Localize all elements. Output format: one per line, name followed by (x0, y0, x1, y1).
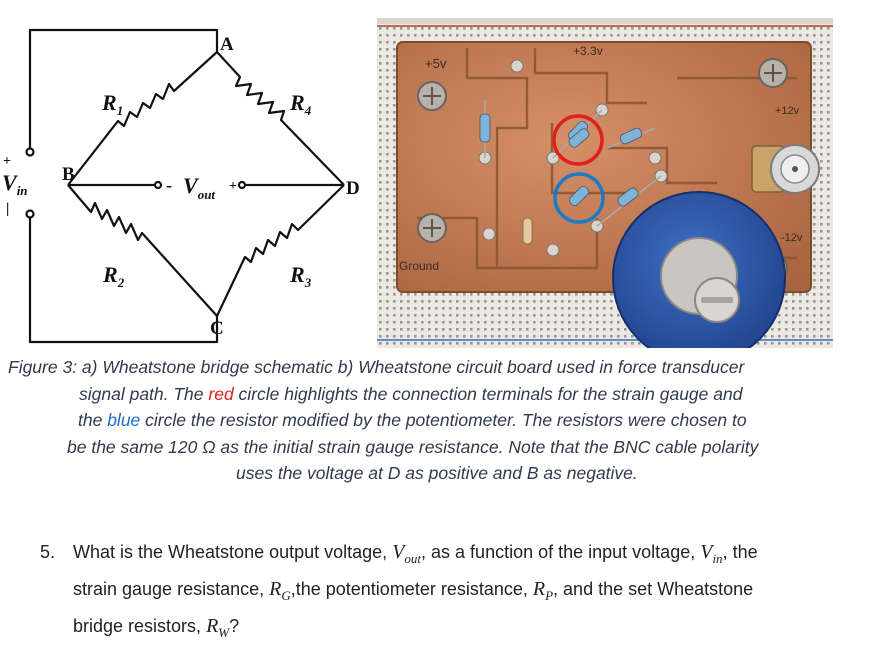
question-line-2: strain gauge resistance, RG,the potentio… (73, 578, 754, 603)
node-d-label: D (346, 178, 360, 199)
rw-symbol: RW (206, 615, 230, 640)
question-number: 5. (40, 542, 56, 562)
resistor-component (522, 217, 533, 245)
vin-minus-terminal (25, 209, 35, 219)
figure-3: A B C D R1 R4 R2 R3 + Vin | - Vout + (2, 18, 833, 348)
vin-symbol: Vin (700, 541, 723, 566)
wheatstone-schematic: A B C D R1 R4 R2 R3 + Vin | - Vout + (2, 28, 360, 344)
vin-plus-terminal (25, 147, 35, 157)
vout-minus-terminal (153, 180, 163, 190)
label-minus-12v: -12v (781, 232, 803, 244)
caption-blue-word: blue (107, 410, 141, 430)
vin-minus-sign: | (6, 201, 9, 217)
mounting-screw-icon (417, 213, 447, 243)
vout-minus-sign: - (166, 175, 172, 195)
strain-gauge-terminal (568, 128, 590, 148)
r4-resistor (216, 51, 345, 186)
question-5: 5. What is the Wheatstone output voltage… (40, 537, 880, 648)
label-ground: Ground (399, 259, 439, 273)
resistor-component (606, 127, 656, 149)
r2-resistor (67, 184, 218, 317)
caption-red-word: red (208, 383, 234, 404)
r3-resistor (216, 184, 345, 317)
r3-label: R3 (289, 262, 312, 290)
vout-symbol: Vout (392, 541, 422, 566)
vout-plus-terminal (237, 180, 247, 190)
potentiometer (612, 191, 786, 348)
mounting-screw-icon (417, 81, 447, 111)
circuit-board-photo: +5v +3.3v +12v -12v Ground (377, 18, 833, 348)
red-highlight-circle (552, 114, 604, 166)
potentiometer-resistor (568, 185, 590, 207)
label-3-3v: +3.3v (573, 44, 603, 58)
label-plus-12v: +12v (775, 105, 800, 117)
vin-label: Vin (2, 170, 28, 198)
r4-label: R4 (289, 90, 312, 118)
mounting-screw-icon (758, 58, 788, 88)
supply-wire-bottom (28, 218, 219, 344)
figure-caption: Figure 3: a) Wheatstone bridge schematic… (8, 354, 878, 487)
caption-line-2: signal path. The red circle highlights t… (79, 383, 743, 404)
vin-plus-sign: + (3, 154, 11, 169)
resistor-component (479, 100, 491, 158)
caption-line-4: be the same 120 Ω as the initial strain … (67, 436, 759, 457)
blue-highlight-circle (553, 172, 605, 224)
node-a-label: A (220, 34, 234, 55)
rg-symbol: RG (269, 578, 291, 603)
vout-label: Vout (183, 173, 215, 202)
bnc-connector (751, 144, 820, 194)
rp-symbol: RP (532, 578, 554, 603)
r1-resistor (67, 51, 218, 186)
vout-plus-sign: + (229, 179, 237, 194)
node-c-label: C (210, 318, 224, 339)
question-line-3: bridge resistors, RW? (73, 615, 240, 640)
supply-wire-top (28, 28, 219, 148)
caption-line-1: Figure 3: a) Wheatstone bridge schematic… (8, 357, 745, 377)
caption-line-3: the blue circle the resistor modified by… (78, 410, 747, 430)
question-line-1: What is the Wheatstone output voltage, V… (73, 541, 758, 566)
node-b-label: B (62, 164, 75, 185)
resistor-component (596, 175, 662, 227)
label-5v: +5v (425, 56, 447, 71)
caption-line-5: uses the voltage at D as positive and B … (236, 463, 638, 483)
r2-label: R2 (102, 262, 125, 290)
r1-label: R1 (101, 90, 123, 118)
